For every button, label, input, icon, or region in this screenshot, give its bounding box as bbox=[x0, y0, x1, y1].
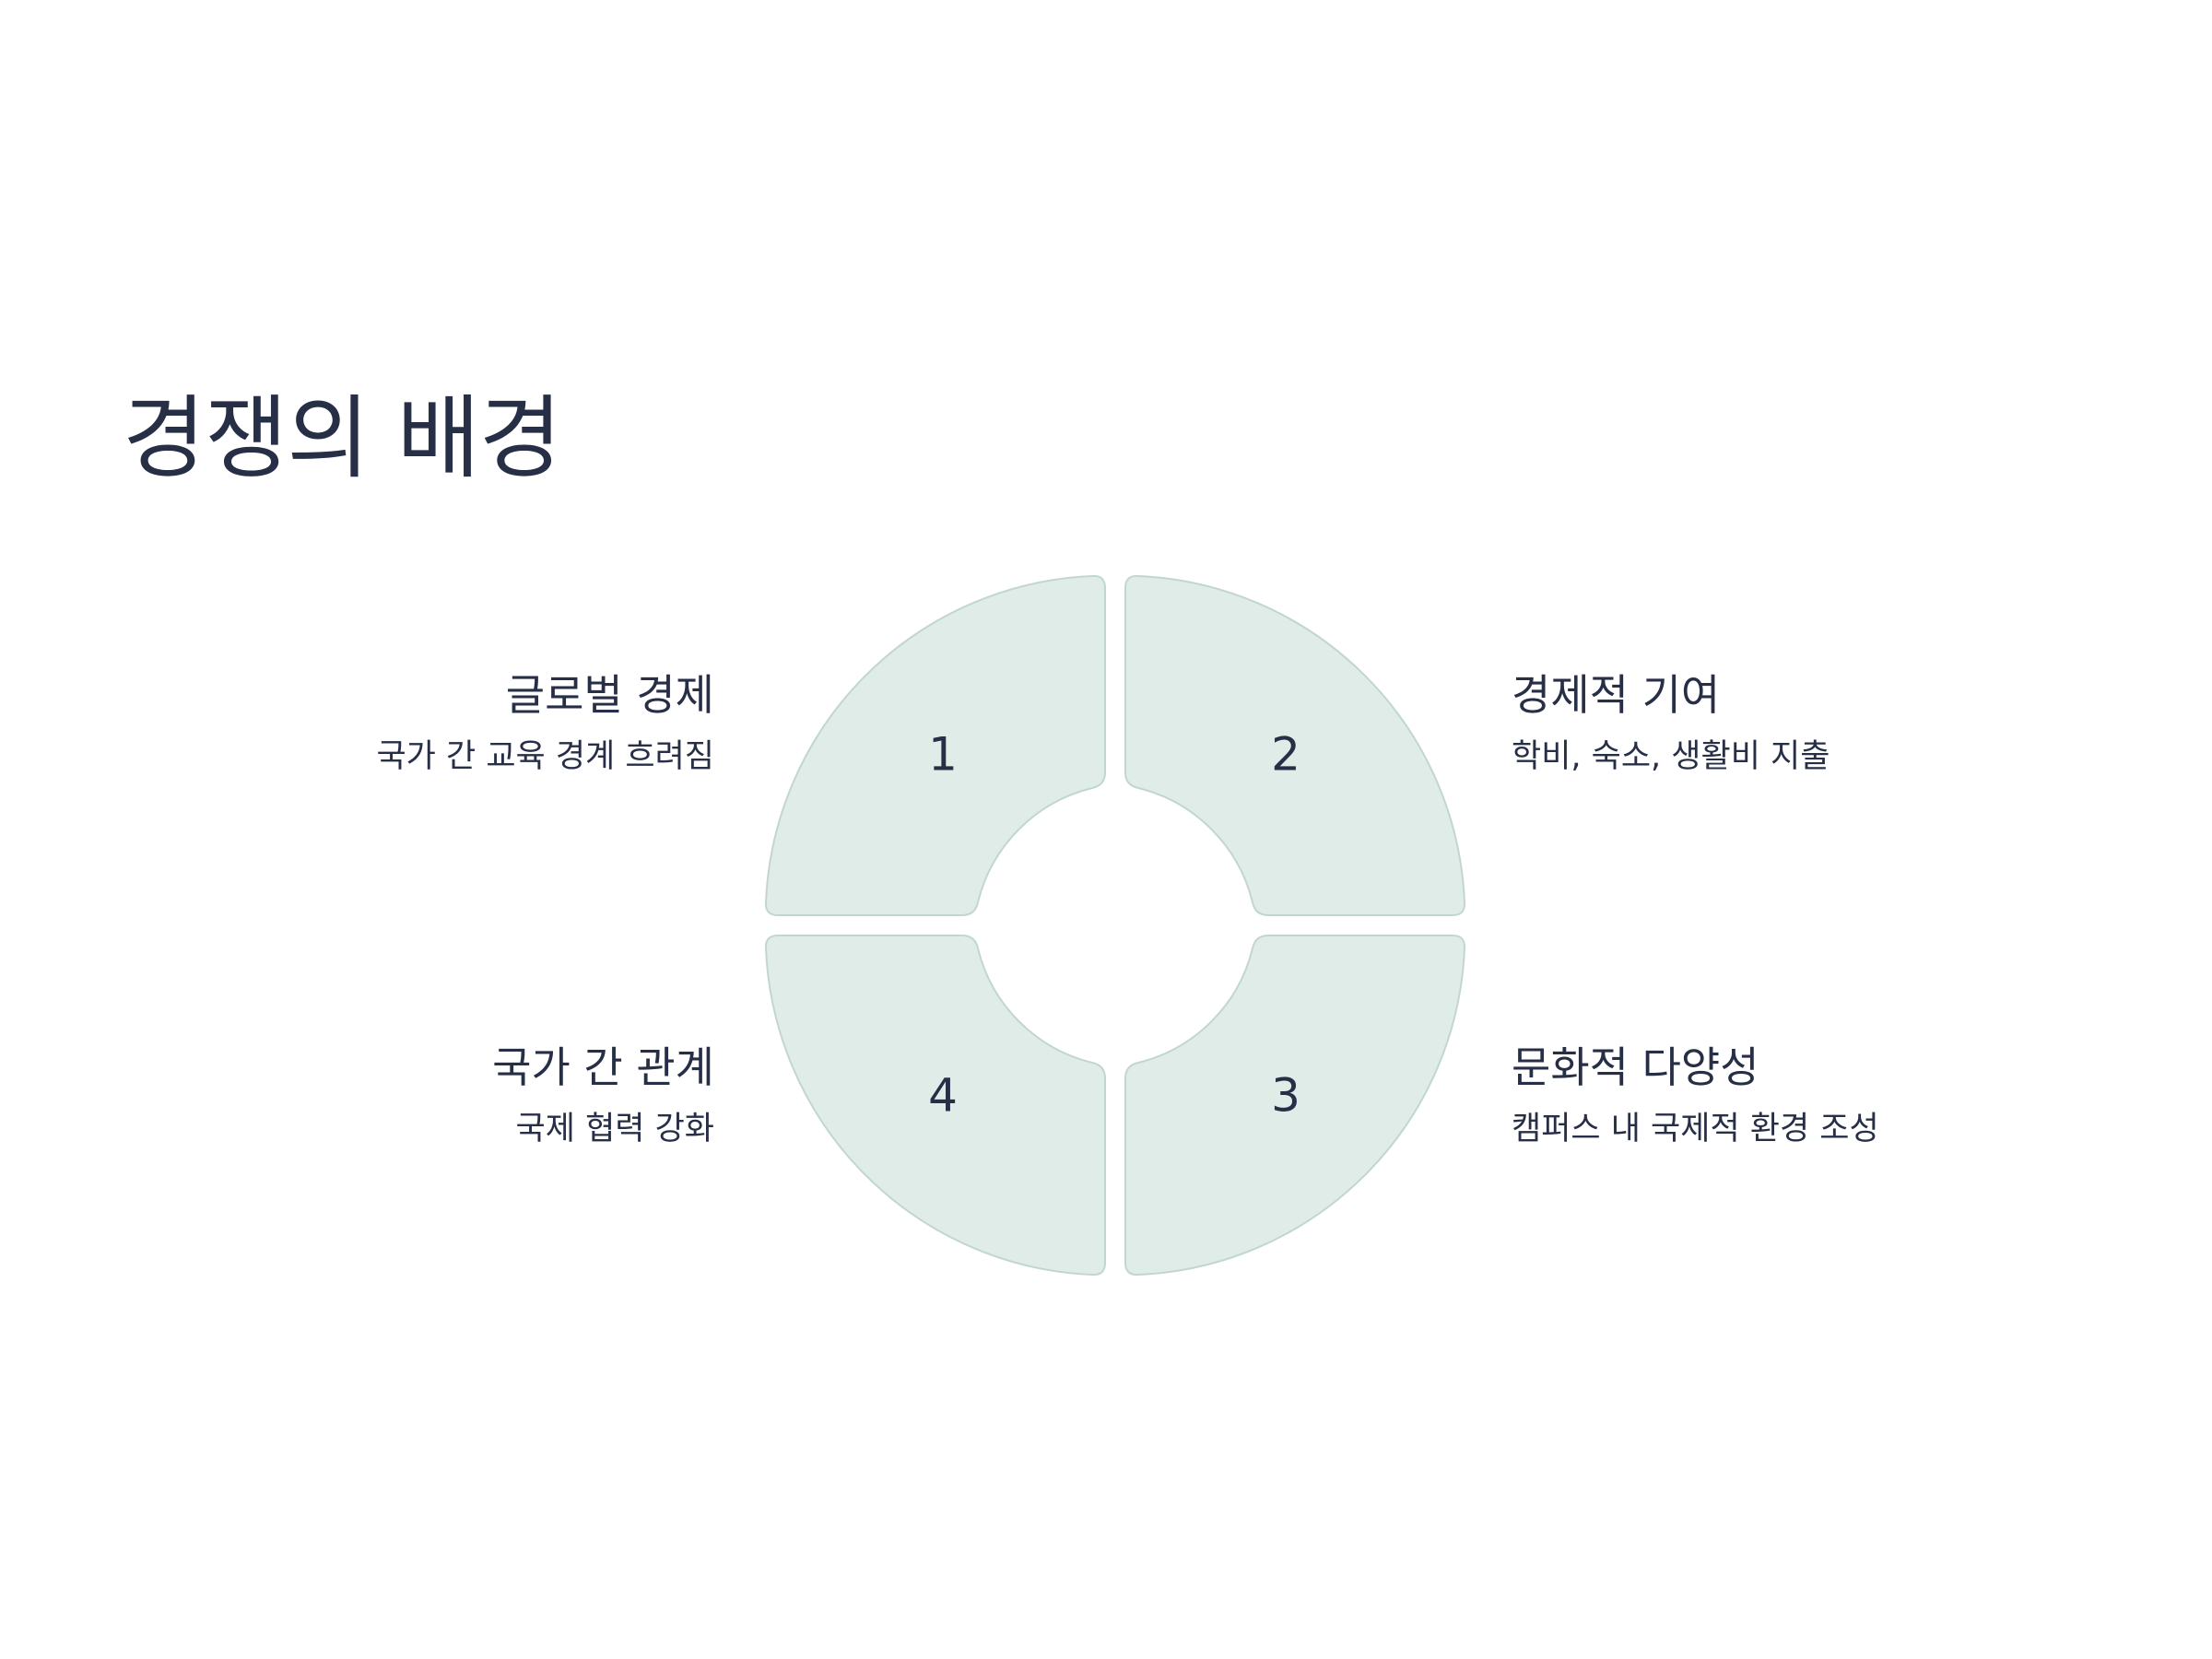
slide-title: 경쟁의 배경 bbox=[123, 386, 562, 491]
label-segment-1-title: 글로벌 경제 bbox=[505, 670, 714, 720]
label-segment-4-description: 국제 협력 강화 bbox=[515, 1110, 714, 1147]
label-segment-2-description: 학비, 숙소, 생활비 지출 bbox=[1512, 737, 1830, 775]
label-segment-2: 경제적 기여 학비, 숙소, 생활비 지출 bbox=[1512, 669, 2083, 777]
label-segment-1-description: 국가 간 교육 경계 흐려짐 bbox=[376, 737, 714, 775]
segment-3-number: 3 bbox=[1271, 1069, 1300, 1123]
label-segment-2-title: 경제적 기여 bbox=[1512, 670, 1721, 720]
label-segment-4: 국가 간 관계 국제 협력 강화 bbox=[143, 1041, 714, 1149]
label-segment-3: 문화적 다양성 캠퍼스 내 국제적 환경 조성 bbox=[1512, 1041, 2083, 1149]
segment-3-shape bbox=[1124, 935, 1466, 1277]
label-segment-3-description: 캠퍼스 내 국제적 환경 조성 bbox=[1512, 1110, 1879, 1147]
label-segment-3-title: 문화적 다양성 bbox=[1512, 1042, 1759, 1092]
label-segment-1: 글로벌 경제 국가 간 교육 경계 흐려짐 bbox=[143, 669, 714, 777]
segment-4-shape bbox=[764, 935, 1106, 1277]
segment-1-number: 1 bbox=[928, 728, 958, 782]
label-segment-4-title: 국가 간 관계 bbox=[492, 1042, 714, 1092]
segment-4-number: 4 bbox=[928, 1069, 958, 1123]
segment-2-number: 2 bbox=[1271, 728, 1300, 782]
segment-1-shape bbox=[764, 574, 1106, 916]
segment-2-shape bbox=[1124, 574, 1466, 916]
